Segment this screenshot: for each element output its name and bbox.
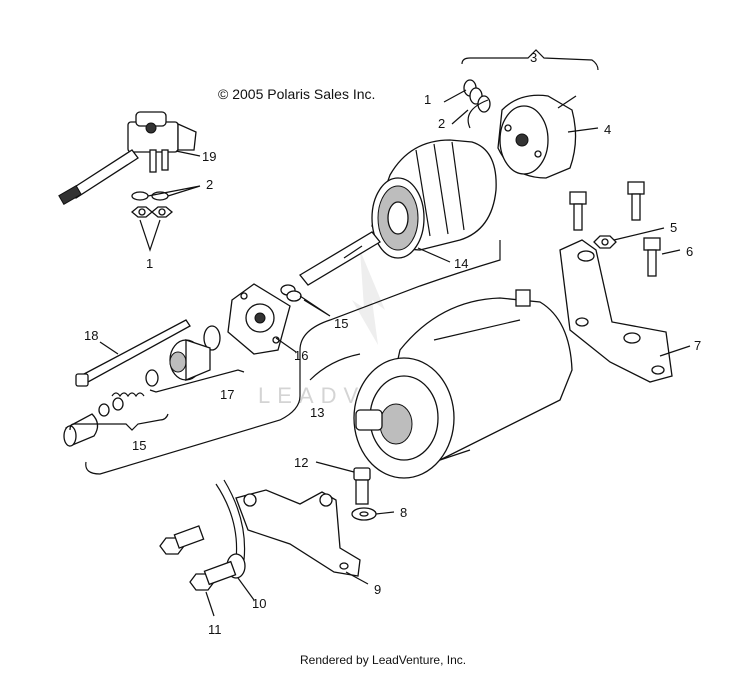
bolt-right [643, 237, 661, 277]
cable-bracket [235, 489, 361, 577]
callout-8: 8 [400, 505, 407, 520]
mounting-bracket [559, 239, 673, 383]
end-cap-hardware [463, 79, 491, 129]
callout-12: 12 [294, 455, 308, 470]
bolt-left [569, 191, 587, 231]
callout-9: 9 [374, 582, 381, 597]
footer-credit: Rendered by LeadVenture, Inc. [300, 653, 467, 667]
copyright-notice: © 2005 Polaris Sales Inc. [218, 86, 376, 102]
screw [353, 467, 371, 505]
callout-2: 2 [438, 116, 445, 131]
cable-bolt-upper [159, 525, 205, 555]
armature [299, 139, 497, 286]
callout-1: 1 [424, 92, 431, 107]
callout-18: 18 [84, 328, 98, 343]
nut [593, 235, 617, 249]
callout-7: 7 [694, 338, 701, 353]
shaft-washers [280, 284, 302, 302]
callout-15-upper: 15 [334, 316, 348, 331]
end-cap [497, 94, 577, 179]
callout-4: 4 [604, 122, 611, 137]
callout-13: 13 [310, 405, 324, 420]
o-ring [203, 325, 221, 351]
callout-17: 17 [220, 387, 234, 402]
watermark-logo [352, 250, 385, 345]
through-bolt [75, 319, 191, 387]
cable-bolt-lower [189, 560, 237, 591]
callout-10: 10 [252, 596, 266, 611]
callout-6: 6 [686, 244, 693, 259]
callout-15-lower: 15 [132, 438, 146, 453]
starter-drive [111, 339, 211, 398]
callout-1-solenoid: 1 [146, 256, 153, 271]
callout-11: 11 [208, 622, 222, 637]
bolt-center [627, 181, 645, 221]
washer [351, 507, 377, 521]
callout-5: 5 [670, 220, 677, 235]
callout-16: 16 [294, 348, 308, 363]
solenoid-switch [58, 111, 197, 206]
drive-end-plate [227, 283, 291, 355]
callout-3: 3 [530, 50, 537, 65]
callout-2-solenoid: 2 [206, 177, 213, 192]
starter-motor [353, 289, 573, 479]
drive-cap [63, 397, 124, 447]
callout-19: 19 [202, 149, 216, 164]
callout-14: 14 [454, 256, 468, 271]
